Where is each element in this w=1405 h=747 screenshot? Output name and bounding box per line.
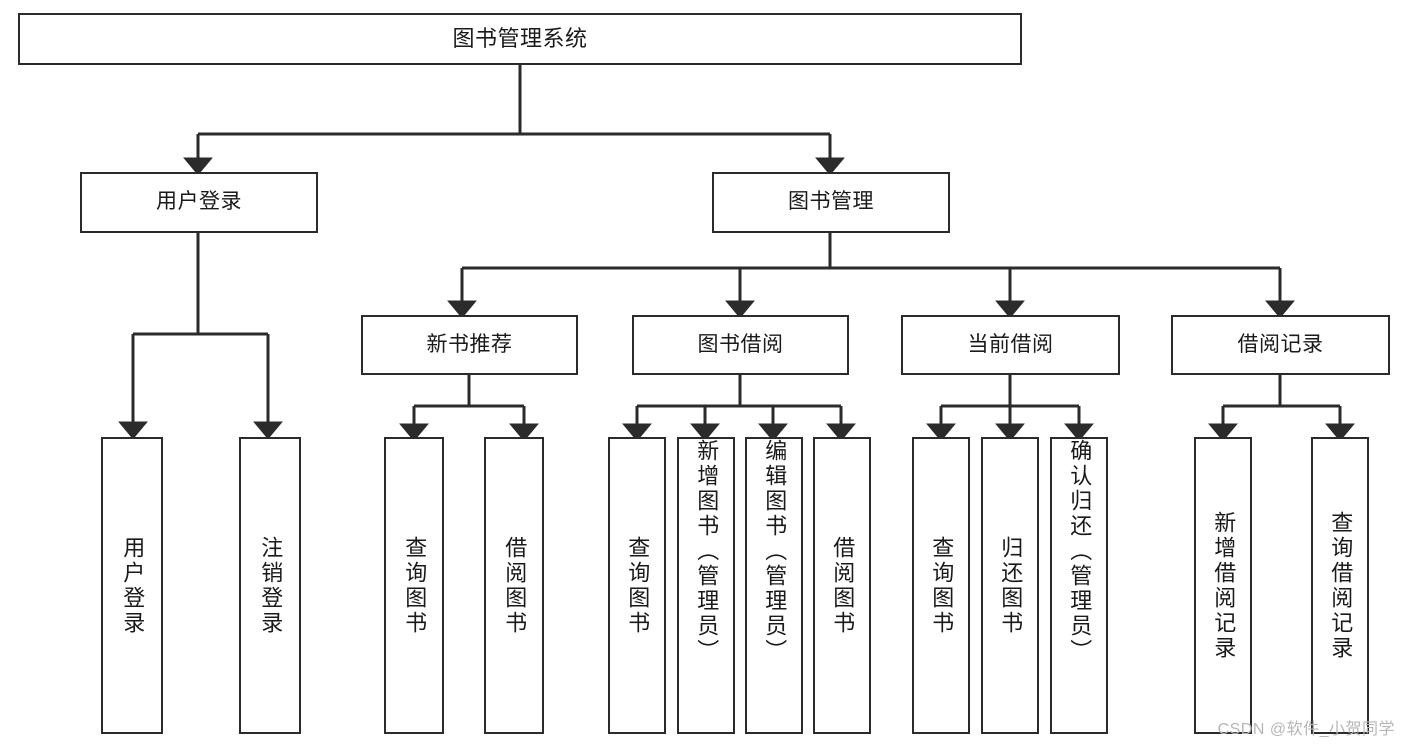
node-label: 查询借阅记录: [1328, 510, 1354, 661]
node-label: 借阅图书: [502, 535, 528, 636]
leaf-borrow-book-2[interactable]: 借阅图书: [813, 437, 871, 734]
leaf-query-record[interactable]: 查询借阅记录: [1311, 437, 1369, 734]
leaf-user-logout[interactable]: 注销登录: [239, 437, 301, 734]
node-label: 新书推荐: [426, 332, 513, 356]
watermark-text: CSDN @软件_小贺同学: [1217, 721, 1395, 738]
node-borrow-record[interactable]: 借阅记录: [1171, 315, 1390, 375]
node-current-borrow[interactable]: 当前借阅: [901, 315, 1120, 375]
leaf-return-book[interactable]: 归还图书: [981, 437, 1039, 734]
leaf-user-login[interactable]: 用户登录: [101, 437, 163, 734]
node-label: 确认归还（管理员）: [1067, 439, 1093, 664]
node-label: 编辑图书（管理员）: [762, 439, 788, 664]
node-label: 图书借阅: [697, 332, 784, 356]
node-book-borrow[interactable]: 图书借阅: [632, 315, 849, 375]
leaf-confirm-return[interactable]: 确认归还（管理员）: [1050, 437, 1108, 734]
node-label: 借阅图书: [830, 535, 856, 636]
node-new-book-recommend[interactable]: 新书推荐: [361, 315, 578, 375]
node-user-login[interactable]: 用户登录: [80, 172, 318, 233]
node-root-system[interactable]: 图书管理系统: [18, 13, 1022, 65]
node-book-manage[interactable]: 图书管理: [712, 172, 950, 233]
node-label: 查询图书: [402, 535, 428, 636]
node-label: 图书管理系统: [452, 26, 588, 52]
node-label: 新增图书（管理员）: [694, 439, 720, 664]
leaf-query-book-3[interactable]: 查询图书: [912, 437, 970, 734]
node-label: 借阅记录: [1237, 332, 1324, 356]
node-label: 图书管理: [788, 190, 874, 214]
node-label: 查询图书: [929, 535, 955, 636]
leaf-borrow-book-1[interactable]: 借阅图书: [484, 437, 544, 734]
node-label: 查询图书: [625, 535, 651, 636]
node-label: 用户登录: [120, 535, 146, 636]
node-label: 归还图书: [998, 535, 1024, 636]
node-label: 新增借阅记录: [1211, 510, 1237, 661]
leaf-query-book-2[interactable]: 查询图书: [608, 437, 666, 734]
node-label: 注销登录: [258, 535, 284, 636]
leaf-query-book-1[interactable]: 查询图书: [384, 437, 444, 734]
leaf-edit-book[interactable]: 编辑图书（管理员）: [745, 437, 803, 734]
node-label: 当前借阅: [967, 332, 1054, 356]
leaf-add-book[interactable]: 新增图书（管理员）: [677, 437, 735, 734]
node-label: 用户登录: [156, 190, 242, 214]
leaf-add-record[interactable]: 新增借阅记录: [1194, 437, 1252, 734]
